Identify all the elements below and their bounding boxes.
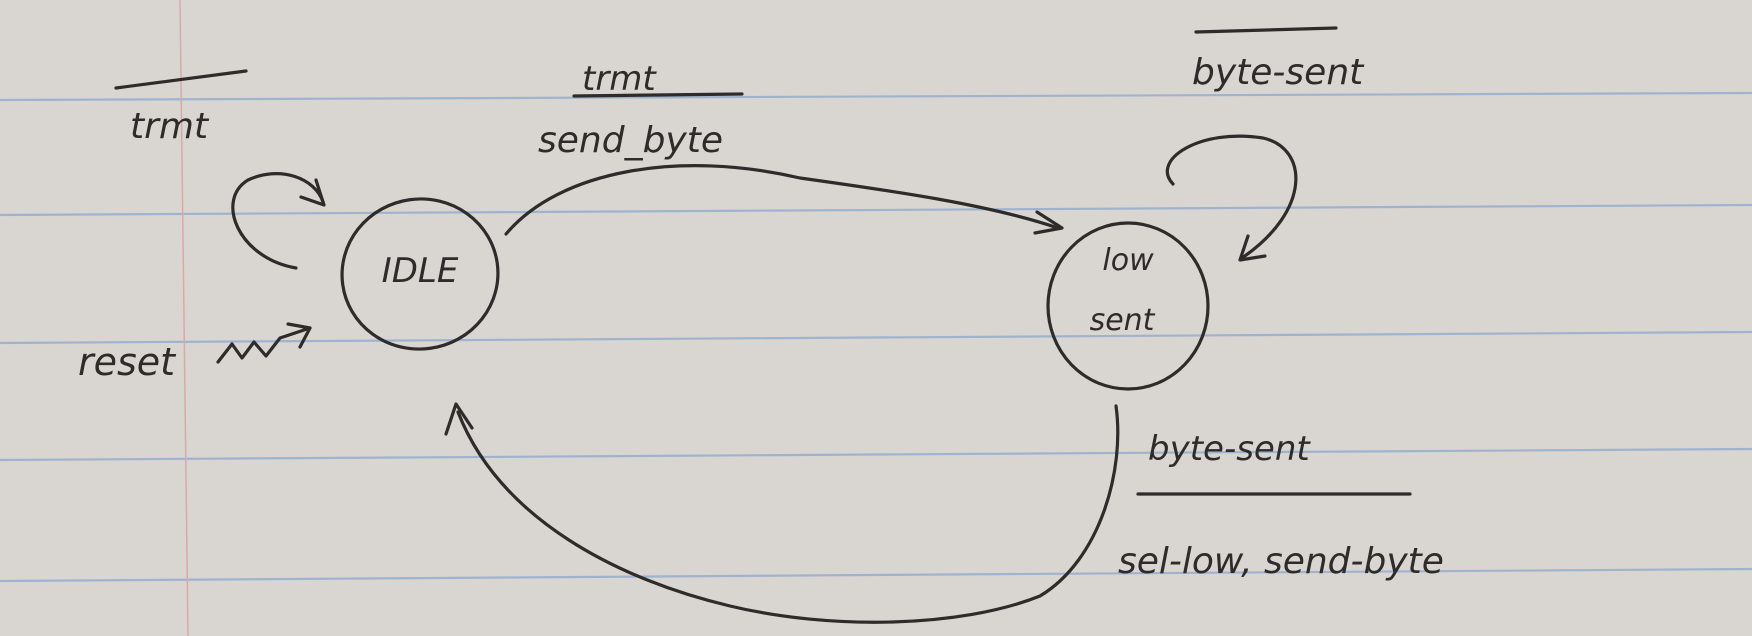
low-sent-to-idle-arrowhead [444,402,474,436]
idle-to-low-sent-condition: trmt [582,59,657,99]
low-sent-self-loop-overbar [1194,26,1338,34]
idle-to-low-sent-arrowhead [1033,210,1064,235]
low-sent-state-label-line1: low [1102,243,1154,278]
idle-to-low-sent-output: send_byte [538,120,723,161]
idle-self-loop-label: trmt [130,106,210,147]
idle-state-circle [340,197,500,351]
idle-self-loop-arrowhead [299,178,326,207]
idle-self-loop-arrow [231,172,325,270]
low-sent-self-loop-label: byte-sent [1192,52,1365,93]
low-sent-to-idle-output: sel-low, send-byte [1118,541,1444,582]
low-sent-self-loop-arrow [1165,134,1298,260]
reset-arrowhead [286,322,312,349]
idle-state-label: IDLE [382,251,459,291]
low-sent-state-label-line2: sent [1090,303,1156,338]
idle-self-loop-overbar [114,69,248,90]
idle-to-low-sent-arrow [504,164,1060,236]
reset-squiggle-arrow [216,326,312,364]
low-sent-self-loop-arrowhead [1238,234,1267,262]
idle-to-low-sent-separator [572,92,744,98]
low-sent-to-idle-condition: byte-sent [1148,429,1311,469]
low-sent-state-circle [1046,221,1210,391]
low-sent-to-idle-arrow [456,404,1120,624]
reset-label: reset [78,340,177,384]
